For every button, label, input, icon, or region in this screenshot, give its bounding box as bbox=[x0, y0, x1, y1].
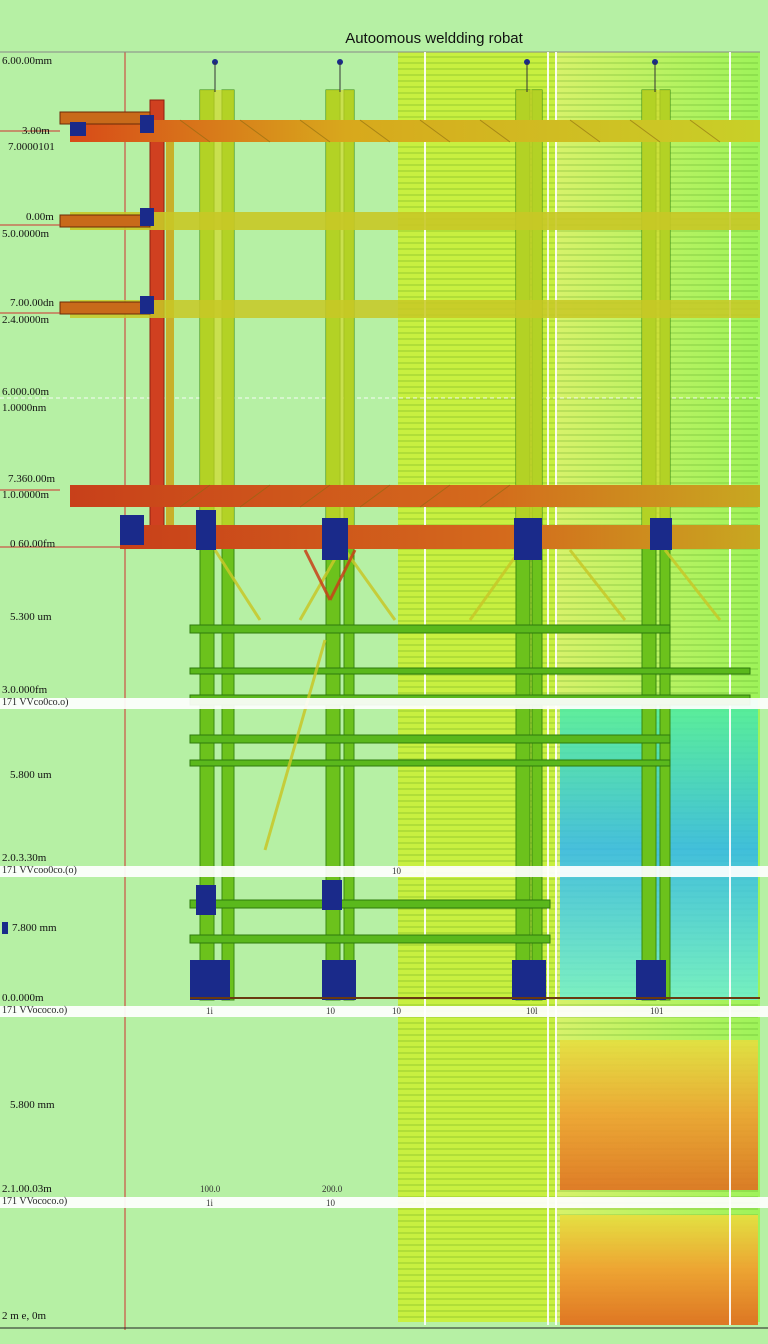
tick-label: 100.0 bbox=[200, 1184, 221, 1194]
band-label: 171 VVco0co.o) bbox=[2, 697, 69, 708]
measurement-band bbox=[0, 1197, 768, 1208]
measurement-band bbox=[0, 1006, 768, 1017]
tick-label: 101 bbox=[650, 1006, 664, 1016]
dimension-label: 3.0.000fm bbox=[2, 684, 48, 696]
dimension-label: 7.360.00m bbox=[8, 473, 56, 485]
diagram-title: Autoomous weldding robat bbox=[345, 30, 523, 47]
dimension-label: 5.800 mm bbox=[10, 1099, 55, 1111]
tick-label: 10l bbox=[526, 1006, 538, 1016]
dimension-label: 1.0000nm bbox=[2, 402, 47, 414]
dimension-label: 6.00.00mm bbox=[2, 55, 53, 67]
tick-label: 1i bbox=[206, 1198, 214, 1208]
dimension-label: 6.000.00m bbox=[2, 386, 50, 398]
dimension-label: 2.4.0000m bbox=[2, 314, 50, 326]
dimension-label: 1.0.0000m bbox=[2, 489, 50, 501]
dimension-label: 2.0.3.30m bbox=[2, 852, 47, 864]
tick-label: 1i bbox=[206, 1006, 214, 1016]
dimension-label: 2.1.00.03m bbox=[2, 1183, 52, 1195]
dimension-label: 0 60.00fm bbox=[10, 538, 56, 550]
dimension-label: 2 m e, 0m bbox=[2, 1310, 46, 1322]
tick-label: 10 bbox=[392, 866, 401, 876]
dimension-label: 7.0000101 bbox=[8, 141, 55, 153]
dimension-label: 5.0.0000m bbox=[2, 228, 50, 240]
dimension-label: 0.00m bbox=[26, 211, 54, 223]
tick-label: 10 bbox=[392, 1006, 401, 1016]
tick-label: 200.0 bbox=[322, 1184, 343, 1194]
measurement-band bbox=[0, 866, 768, 877]
band-label: 171 VVococo.o) bbox=[2, 1196, 68, 1207]
dimension-label: 3.00m bbox=[22, 125, 50, 137]
tick-label: 10 bbox=[326, 1198, 335, 1208]
measurement-band bbox=[0, 698, 768, 709]
tick-label: 10 bbox=[326, 1006, 335, 1016]
dimension-label: 0.0.000m bbox=[2, 992, 44, 1004]
dimension-label: 5.300 um bbox=[10, 611, 52, 623]
band-label: 171 VVcoo0co.(o) bbox=[2, 865, 77, 876]
dimension-label: 5.800 um bbox=[10, 769, 52, 781]
dimension-label: 7.00.00dn bbox=[10, 297, 54, 309]
band-label: 171 VVococo.o) bbox=[2, 1005, 68, 1016]
dimension-label: 7.800 mm bbox=[12, 922, 57, 934]
